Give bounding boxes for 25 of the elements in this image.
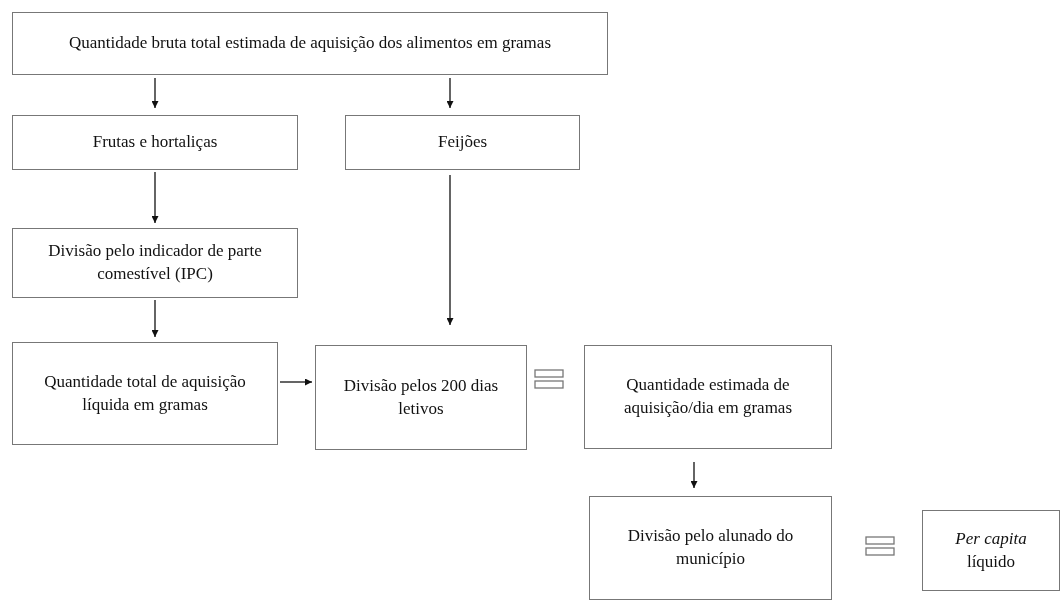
process-box <box>315 345 527 450</box>
process-box <box>12 12 608 75</box>
box-text: Quantidade estimada de aquisição/dia em gramas <box>622 374 794 419</box>
process-box <box>345 115 580 170</box>
process-box <box>12 228 298 298</box>
box-text: Frutas e hortaliças <box>92 131 218 154</box>
box-text: Quantidade bruta total estimada de aquisição dos alimentos em gramas <box>69 32 551 55</box>
box-text: Feijões <box>437 131 488 154</box>
process-box <box>12 115 298 170</box>
process-box <box>12 342 278 445</box>
box-text: Divisão pelos 200 dias letivos <box>342 374 500 420</box>
box-text: Quantidade total de aquisição líquida em gramas <box>43 370 247 416</box>
arrow <box>446 174 454 326</box>
process-box <box>589 496 832 600</box>
process-box <box>922 510 1060 591</box>
box-text: Divisão pelo indicador de parte comestível (IPC) <box>47 240 263 285</box>
arrow <box>151 171 159 224</box>
arrow <box>279 378 313 386</box>
arrow <box>446 77 454 109</box>
box-text: Divisão pelo alunado do município <box>626 525 795 570</box>
arrow <box>151 77 159 109</box>
arrow <box>151 299 159 338</box>
box-text: Per capita líquido <box>954 527 1028 573</box>
process-box <box>584 345 832 449</box>
arrow <box>690 461 698 489</box>
